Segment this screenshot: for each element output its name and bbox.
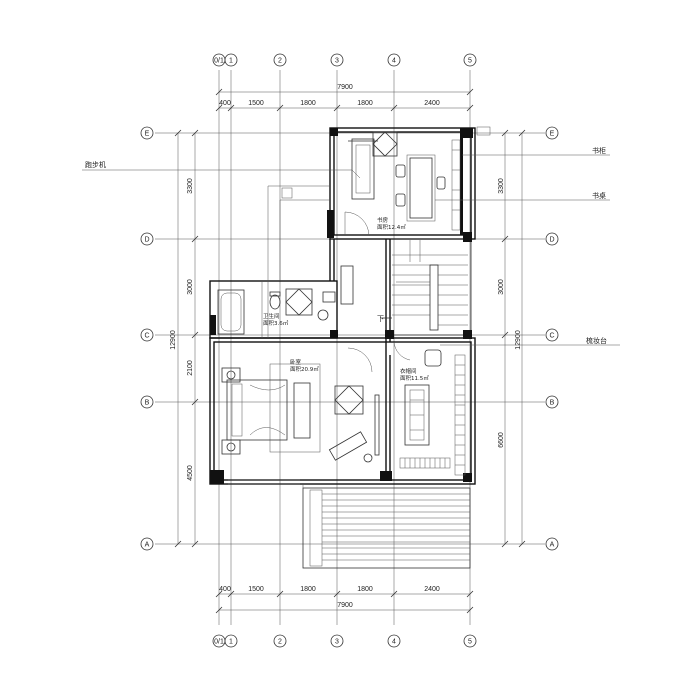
room-closet-area: 面积11.5㎡ <box>400 374 429 382</box>
dresser-label: 梳妆台 <box>586 336 607 345</box>
room-bedroom-name: 卧室 <box>290 358 302 366</box>
top-dimension-lines: 7900 400 1500 1800 1800 2400 <box>215 84 474 112</box>
bathroom-fixtures <box>217 265 354 338</box>
bottom-total-dimension: 7900 <box>337 602 353 609</box>
axis-label-right-3: B <box>550 400 555 407</box>
right-dimension-lines: 3300 3000 6600 12900 <box>498 129 526 548</box>
terrace-deck <box>302 484 471 569</box>
bottom-dim-seg-0: 400 <box>219 586 231 593</box>
axis-grid-vertical <box>218 70 471 625</box>
axis-label-right-0: E <box>550 131 555 138</box>
left-dim-0: 3300 <box>187 178 194 194</box>
room-bathroom-area: 面积3.6㎡ <box>263 319 289 327</box>
axis-label-right-2: C <box>549 333 554 340</box>
bedroom-furniture <box>221 347 380 485</box>
axis-label-bottom-3: 3 <box>335 639 339 646</box>
right-dim-0: 3300 <box>498 178 505 194</box>
axis-label-top-1: 1 <box>229 58 233 65</box>
axis-label-top-0: 0/1 <box>214 58 224 65</box>
axis-label-bottom-4: 4 <box>392 639 396 646</box>
axis-label-top-4: 4 <box>392 58 396 65</box>
annotation-leaders <box>82 154 620 346</box>
bottom-dim-seg-4: 2400 <box>424 586 440 593</box>
bottom-dim-seg-1: 1500 <box>248 586 264 593</box>
axis-bubbles-top: 0/1 1 2 3 4 5 <box>212 53 477 67</box>
top-dim-seg-1: 1500 <box>248 100 264 107</box>
left-total-dimension: 12900 <box>170 330 177 350</box>
right-total-dimension: 12900 <box>515 330 522 350</box>
desk-label: 书桌 <box>592 191 606 200</box>
building-walls <box>209 127 476 485</box>
room-study-name: 书房 <box>377 216 389 224</box>
axis-label-left-1: D <box>144 237 149 244</box>
structural-columns <box>210 128 473 484</box>
bottom-dimension-lines: 400 1500 1800 1800 2400 7900 <box>215 586 474 614</box>
room-bathroom-name: 卫生间 <box>263 312 280 320</box>
axis-label-left-4: A <box>145 542 150 549</box>
top-dim-seg-3: 1800 <box>357 100 373 107</box>
axis-label-right-4: A <box>550 542 555 549</box>
bottom-dim-seg-3: 1800 <box>357 586 373 593</box>
room-study-area: 面积12.4㎡ <box>377 223 406 231</box>
top-dim-seg-0: 400 <box>219 100 231 107</box>
axis-label-left-2: C <box>144 333 149 340</box>
axis-label-top-5: 5 <box>468 58 472 65</box>
axis-bubbles-sides: E D C B A E D C B A <box>140 126 559 551</box>
stair-down-label: 下 <box>377 315 384 323</box>
left-dim-3: 4500 <box>187 465 194 481</box>
left-dimension-lines: 12900 3300 3000 2100 4500 <box>170 129 199 548</box>
axis-label-bottom-5: 5 <box>468 639 472 646</box>
axis-grid-horizontal <box>155 132 545 545</box>
top-dim-seg-2: 1800 <box>300 100 316 107</box>
axis-label-bottom-1: 1 <box>229 639 233 646</box>
staircase <box>382 240 468 331</box>
left-dim-1: 3000 <box>187 279 194 295</box>
room-bedroom-area: 面积20.9㎡ <box>290 365 319 373</box>
bookshelf-label: 书柜 <box>592 146 606 155</box>
top-total-dimension: 7900 <box>337 84 353 91</box>
bottom-dim-seg-2: 1800 <box>300 586 316 593</box>
axis-label-bottom-0: 0/1 <box>214 639 224 646</box>
axis-label-top-2: 2 <box>278 58 282 65</box>
right-dim-1: 3000 <box>498 279 505 295</box>
axis-bubbles-bottom: 0/1 1 2 3 4 5 <box>212 634 477 648</box>
room-closet-name: 衣帽间 <box>400 367 417 375</box>
axis-label-right-1: D <box>549 237 554 244</box>
left-dim-2: 2100 <box>187 360 194 376</box>
axis-label-top-3: 3 <box>335 58 339 65</box>
top-dim-seg-4: 2400 <box>424 100 440 107</box>
study-furniture <box>267 126 491 281</box>
treadmill-label: 跑步机 <box>85 160 106 169</box>
axis-label-left-0: E <box>145 131 150 138</box>
axis-label-bottom-2: 2 <box>278 639 282 646</box>
right-dim-2: 6600 <box>498 432 505 448</box>
axis-label-left-3: B <box>145 400 150 407</box>
closet-fixtures <box>393 341 466 476</box>
